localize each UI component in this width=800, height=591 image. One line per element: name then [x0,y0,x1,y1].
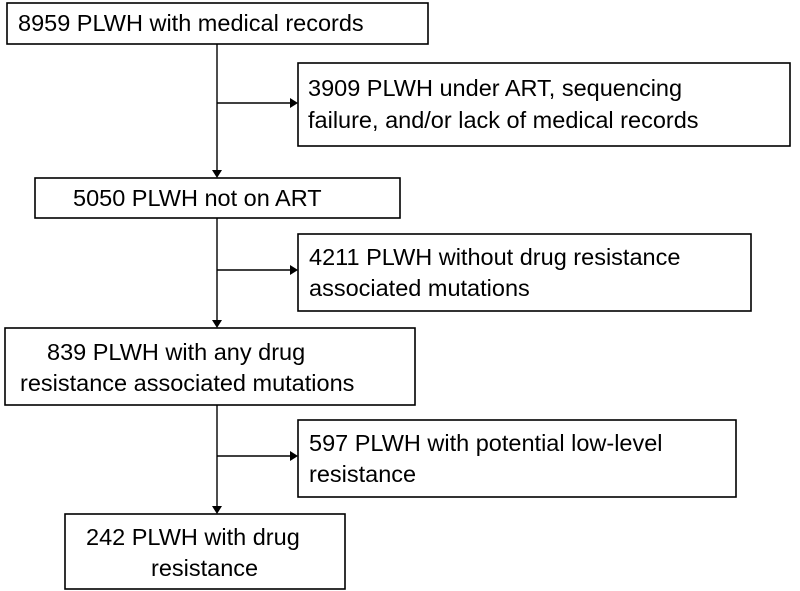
box-excluded-no-mutations: 4211 PLWH without drug resistance associ… [297,233,752,312]
connectors [216,44,290,506]
box-drug-resistance-line-2: resistance [151,555,258,581]
box-not-on-art: 5050 PLWH not on ART [34,177,401,219]
box-drug-resistance-line-1: 242 PLWH with drug [86,524,300,550]
box-total-records: 8959 PLWH with medical records [6,2,429,45]
box-excluded-under-art: 3909 PLWH under ART, sequencing failure,… [297,62,791,147]
box-not-on-art-line-1: 5050 PLWH not on ART [73,185,322,211]
box-excluded-low-level: 597 PLWH with potential low-level resist… [297,419,737,498]
box-any-resistance-line-2: resistance associated mutations [20,370,354,396]
arrowhead-down-3 [212,506,222,514]
box-excluded-under-art-line-2: failure, and/or lack of medical records [308,107,699,133]
arrowhead-right-1 [290,98,298,108]
box-excluded-no-mutations-line-1: 4211 PLWH without drug resistance [309,244,680,270]
box-excluded-under-art-line-1: 3909 PLWH under ART, sequencing [308,75,682,101]
arrowhead-right-2 [290,265,298,275]
box-total-records-line-1: 8959 PLWH with medical records [18,10,364,36]
box-any-resistance-line-1: 839 PLWH with any drug [47,339,305,365]
arrowhead-down-2 [212,320,222,328]
arrowhead-right-3 [290,451,298,461]
box-any-resistance: 839 PLWH with any drug resistance associ… [4,327,416,406]
box-excluded-low-level-line-2: resistance [309,461,416,487]
arrowhead-down-1 [212,170,222,178]
box-drug-resistance: 242 PLWH with drug resistance [64,513,346,590]
box-excluded-no-mutations-line-2: associated mutations [309,275,530,301]
arrowheads [212,98,298,514]
box-excluded-low-level-line-1: 597 PLWH with potential low-level [309,430,663,456]
